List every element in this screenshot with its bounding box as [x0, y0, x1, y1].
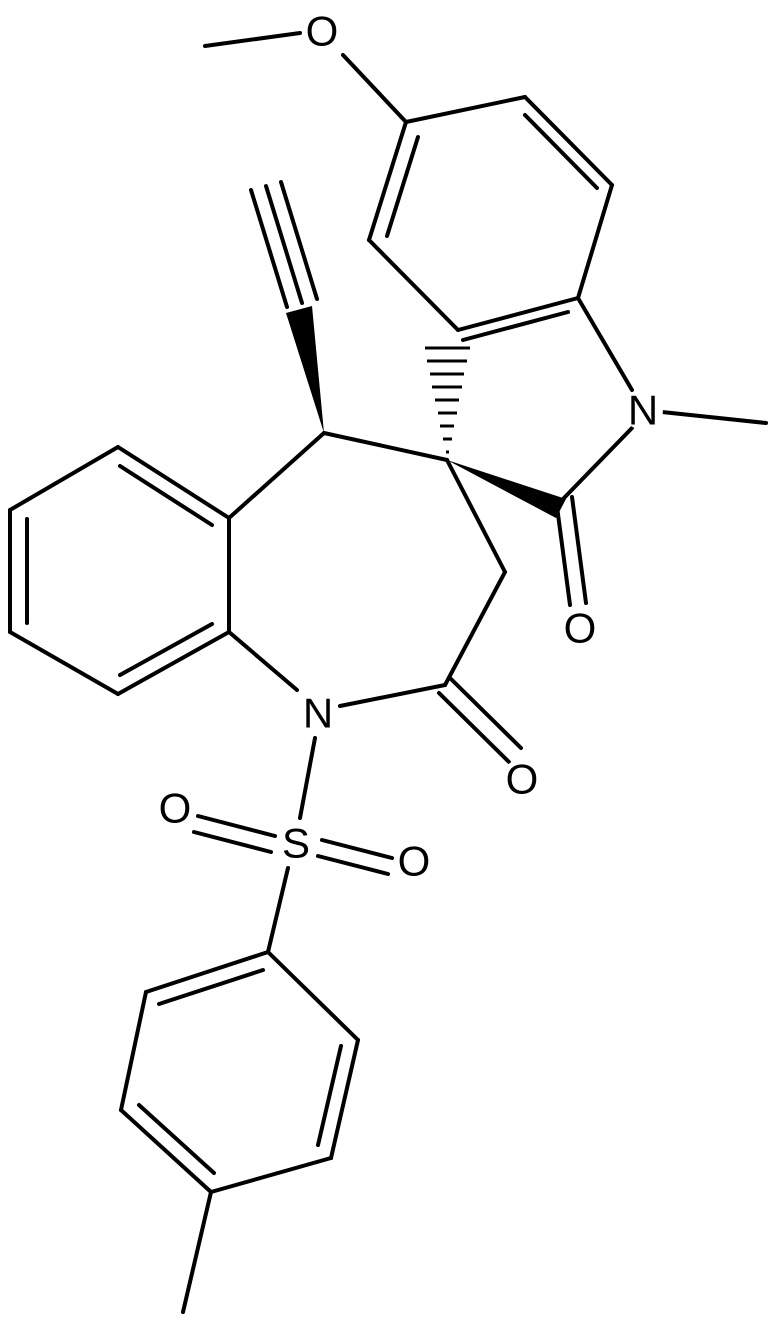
bond-c3-c2: [443, 570, 507, 687]
bond-c4-c3: [445, 458, 507, 574]
bond-alkyne-1: [249, 188, 289, 309]
atom-n-azepine-label: N: [303, 690, 333, 737]
atom-o-oxindole-label: O: [564, 605, 597, 652]
atom-n-azepine: N: [298, 690, 338, 737]
bond-s-o1-a: [196, 814, 277, 838]
atom-o-methoxy: O: [302, 8, 342, 55]
atom-o-oxindole: O: [560, 605, 600, 652]
atom-labels: O N O N O S O O: [155, 8, 663, 885]
bond-tol-b: [119, 990, 148, 1112]
bond-tol-f: [266, 950, 360, 1042]
bond-ring-f-inner: [385, 135, 420, 238]
atom-s-sulfonyl-label: S: [282, 820, 310, 867]
bond-benz-d: [8, 630, 120, 696]
bond-ring-d: [456, 296, 580, 332]
bond-benz-a-inner: [118, 464, 214, 527]
atom-o-sulfonyl-2-label: O: [398, 838, 431, 885]
bond-tol-c-inner: [137, 1103, 216, 1175]
bond-benz-a: [116, 445, 231, 520]
bond-s-aryl: [266, 866, 290, 954]
bond-ring-b-inner: [523, 113, 599, 190]
bond-tol-a: [144, 950, 270, 994]
bond-alkyne-2: [264, 184, 304, 305]
bonds: [8, 31, 768, 1314]
atom-s-sulfonyl: S: [276, 820, 316, 867]
bond-c2-n1: [338, 683, 447, 708]
bond-s-o2-b: [316, 854, 390, 876]
bond-tol-methyl: [181, 1190, 213, 1314]
bond-ring-c: [576, 183, 614, 300]
bond-ring-f: [367, 120, 408, 242]
atom-o-lactam: O: [502, 756, 542, 803]
bond-benz-b: [8, 445, 120, 512]
bond-tol-e: [329, 1038, 360, 1160]
atom-o-sulfonyl-2: O: [394, 838, 434, 885]
bond-n-methyl: [660, 410, 768, 425]
bond-ring-b: [523, 95, 614, 187]
bond-s-o2-a: [320, 838, 394, 860]
atom-n-indole: N: [623, 387, 663, 434]
bond-ring-e: [367, 238, 460, 332]
atom-o-methoxy-label: O: [306, 8, 339, 55]
bond-c2-o-lactam-1: [437, 691, 511, 764]
hash-wedge-c4-c3a: [425, 346, 470, 454]
wedge-c4-c2: [447, 460, 566, 518]
bond-c2-o-2: [570, 495, 588, 605]
bond-n1-s: [298, 736, 317, 820]
bond-alkyne-3: [279, 180, 319, 301]
bond-benz-e-inner: [118, 622, 214, 677]
bond-c2-o-lactam-2: [449, 677, 523, 750]
bond-benz-e: [116, 630, 231, 696]
bond-c5-c4: [322, 431, 449, 462]
bond-c7a-n: [576, 296, 634, 392]
bond-n-c2: [561, 426, 634, 501]
bond-ring-d-inner: [461, 310, 570, 342]
bond-tol-a-inner: [157, 968, 265, 1006]
bond-s-o1-b: [192, 830, 273, 854]
bond-tol-c: [119, 1108, 213, 1194]
bond-methyl-o: [203, 31, 302, 48]
bond-o-aryl: [341, 53, 408, 124]
atom-n-indole-label: N: [628, 387, 658, 434]
bond-tol-e-inner: [316, 1044, 343, 1147]
wedge-c5-alkyne: [286, 306, 324, 433]
atom-o-lactam-label: O: [506, 756, 539, 803]
atom-o-sulfonyl-1-label: O: [159, 785, 192, 832]
stereo-bonds: [286, 306, 566, 518]
bond-c5a-c5: [227, 431, 326, 520]
bond-n1-c9a: [227, 630, 299, 692]
bond-tol-d: [209, 1156, 333, 1194]
atom-o-sulfonyl-1: O: [155, 785, 195, 832]
bond-c2-o-1: [554, 497, 572, 607]
bond-ring-a: [404, 95, 527, 124]
